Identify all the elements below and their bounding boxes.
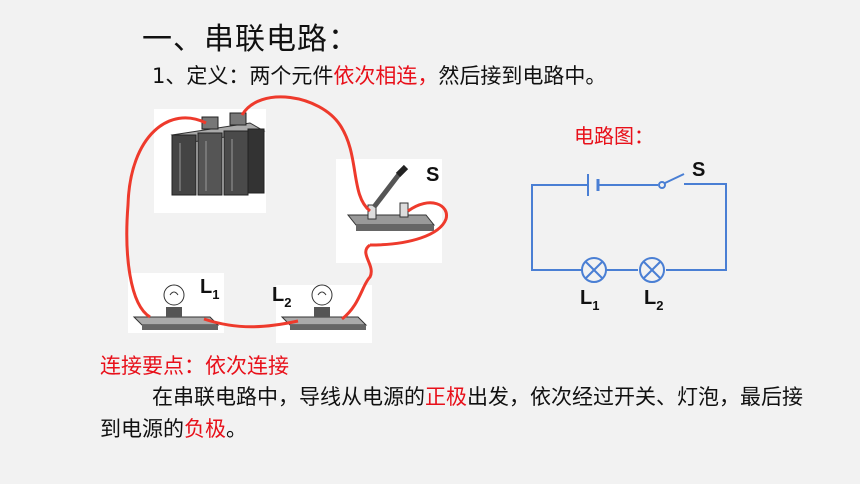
circuit-schematic: S L1 L2 xyxy=(531,159,727,313)
definition-line: 1、定义：两个元件依次相连，然后接到电路中。 xyxy=(152,60,606,90)
paragraph-part3: 。 xyxy=(226,417,247,441)
explanation-paragraph: 在串联电路中，导线从电源的正极出发，依次经过开关、灯泡，最后接到电源的负极。 xyxy=(100,381,820,445)
lamp2-label: L2 xyxy=(272,284,291,310)
schematic-lamp1-icon xyxy=(581,257,607,283)
positive-terminal-text: 正极 xyxy=(425,385,467,409)
battery-icon xyxy=(170,112,266,196)
knife-switch-icon xyxy=(346,164,436,231)
schematic-battery-icon xyxy=(582,174,604,196)
schematic-switch-icon xyxy=(658,173,685,189)
schematic-wires xyxy=(531,183,727,271)
paragraph-part1: 在串联电路中，导线从电源的 xyxy=(152,385,425,409)
circuit-illustration: S L1 L2 xyxy=(125,95,448,343)
red-wires xyxy=(125,95,448,329)
diagram-title: 电路图： xyxy=(574,124,654,148)
schematic-lamp2-icon xyxy=(639,257,665,283)
key-point: 连接要点：依次连接 xyxy=(100,354,289,378)
negative-terminal-text: 负极 xyxy=(184,417,226,441)
switch-label: S xyxy=(426,164,439,186)
definition-emphasis: 依次相连， xyxy=(333,64,439,88)
schematic-lamp1-label: L1 xyxy=(580,287,599,313)
definition-prefix: 1、定义：两个元件 xyxy=(152,64,334,88)
lamp1-label: L1 xyxy=(200,276,219,302)
schematic-lamp2-label: L2 xyxy=(644,287,663,313)
page-title: 一、串联电路： xyxy=(142,22,359,57)
definition-suffix: 然后接到电路中。 xyxy=(438,64,607,88)
lamp2-icon xyxy=(280,284,368,330)
schematic-switch-label: S xyxy=(692,159,705,181)
paragraph-part2: 出发，依次经过开关、灯泡，最后接到电源的 xyxy=(100,385,803,441)
lamp1-icon xyxy=(132,284,220,330)
